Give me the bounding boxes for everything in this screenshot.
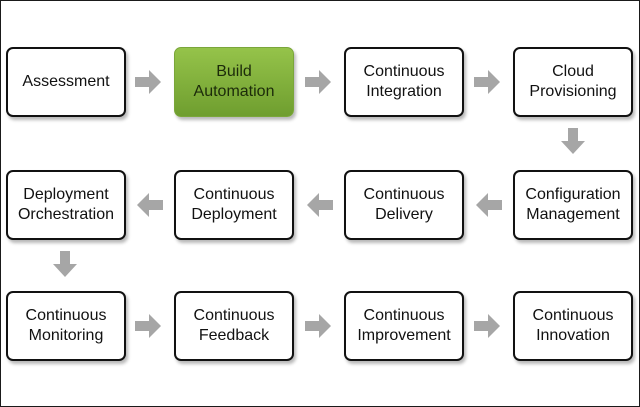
step-label: Continuous Integration bbox=[363, 63, 445, 100]
arrow-right-icon bbox=[305, 69, 331, 95]
step-continuous-feedback: Continuous Feedback bbox=[174, 291, 294, 361]
step-continuous-innovation: Continuous Innovation bbox=[513, 291, 633, 361]
step-continuous-deployment: Continuous Deployment bbox=[174, 170, 294, 240]
step-label: Continuous Monitoring bbox=[25, 307, 107, 344]
step-label: Configuration Management bbox=[525, 186, 621, 223]
step-label: Deployment Orchestration bbox=[17, 186, 115, 223]
step-cloud-provisioning: Cloud Provisioning bbox=[513, 47, 633, 117]
step-label: Continuous Delivery bbox=[363, 186, 445, 223]
step-deployment-orchestration: Deployment Orchestration bbox=[6, 170, 126, 240]
step-label: Assessment bbox=[22, 73, 110, 90]
arrow-down-icon bbox=[52, 251, 78, 277]
step-continuous-monitoring: Continuous Monitoring bbox=[6, 291, 126, 361]
arrow-left-icon bbox=[476, 192, 502, 218]
step-build-automation: Build Automation bbox=[174, 47, 294, 117]
step-assessment: Assessment bbox=[6, 47, 126, 117]
arrow-right-icon bbox=[135, 313, 161, 339]
arrow-left-icon bbox=[137, 192, 163, 218]
step-label: Continuous Improvement bbox=[357, 307, 451, 344]
step-label: Build Automation bbox=[193, 63, 275, 100]
step-label: Cloud Provisioning bbox=[529, 63, 617, 100]
step-label: Continuous Feedback bbox=[193, 307, 275, 344]
step-label: Continuous Deployment bbox=[191, 186, 277, 223]
arrow-right-icon bbox=[474, 313, 500, 339]
step-continuous-integration: Continuous Integration bbox=[344, 47, 464, 117]
arrow-right-icon bbox=[305, 313, 331, 339]
arrow-down-icon bbox=[560, 128, 586, 154]
step-continuous-delivery: Continuous Delivery bbox=[344, 170, 464, 240]
step-continuous-improvement: Continuous Improvement bbox=[344, 291, 464, 361]
step-configuration-management: Configuration Management bbox=[513, 170, 633, 240]
arrow-left-icon bbox=[307, 192, 333, 218]
arrow-right-icon bbox=[474, 69, 500, 95]
arrow-right-icon bbox=[135, 69, 161, 95]
step-label: Continuous Innovation bbox=[532, 307, 614, 344]
